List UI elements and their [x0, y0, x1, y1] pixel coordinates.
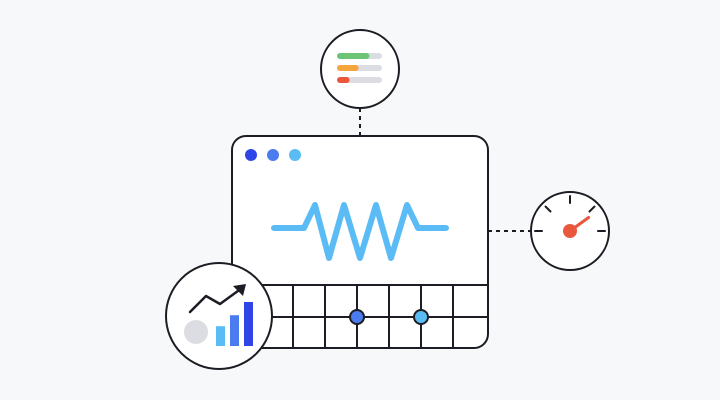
gauge-badge — [530, 191, 610, 271]
gauge-hub — [563, 224, 577, 238]
waveform-icon — [271, 202, 449, 261]
status-bars-badge — [320, 29, 400, 109]
status-bar-red — [337, 77, 350, 83]
growth-chart-circle — [165, 262, 273, 370]
status-bars-icon — [337, 53, 382, 83]
grid-node-dark — [349, 309, 365, 325]
grid-node-light — [413, 309, 429, 325]
growth-bar-dark — [244, 302, 253, 346]
growth-bar-mid — [230, 315, 239, 346]
trend-chart-icon — [216, 302, 253, 346]
window-frame — [231, 135, 489, 349]
gauge-ticks — [534, 195, 606, 232]
window-dot-mid-blue — [267, 149, 279, 161]
status-bar-green — [337, 53, 370, 59]
window-dot-dark-blue — [245, 149, 257, 161]
window-dot-light-blue — [289, 149, 301, 161]
grey-circle — [184, 320, 208, 344]
trend-arrow-head — [233, 284, 246, 296]
status-bar-orange — [337, 65, 359, 71]
growth-bar-light — [216, 326, 225, 346]
monitor-window — [231, 135, 489, 349]
growth-chart-badge — [165, 262, 273, 370]
trend-arrow-line — [188, 286, 244, 314]
timeline-grid — [232, 284, 488, 348]
